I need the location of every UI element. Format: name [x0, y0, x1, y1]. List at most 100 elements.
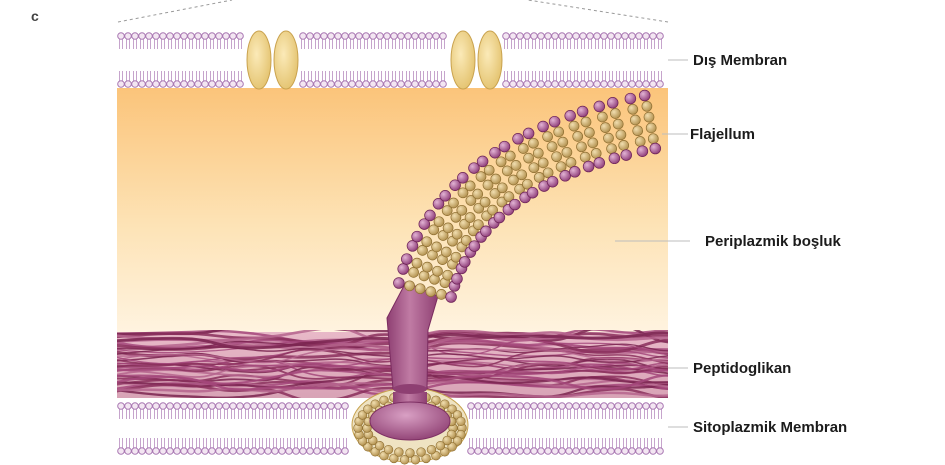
- lipid-head: [601, 448, 608, 455]
- flagellin-subunit: [533, 148, 543, 158]
- lipid-head: [153, 33, 160, 40]
- flagellin-subunit: [569, 166, 580, 177]
- flagellin-subunit: [573, 131, 583, 141]
- lipid-head: [615, 33, 622, 40]
- lipid-head: [125, 33, 132, 40]
- lipid-head: [181, 33, 188, 40]
- lipid-head: [615, 448, 622, 455]
- lipid-head: [216, 33, 223, 40]
- lipid-head: [349, 33, 356, 40]
- lipid-head: [167, 81, 174, 88]
- lipid-head: [573, 448, 580, 455]
- flagellin-subunit: [473, 189, 483, 199]
- flagellin-subunit: [604, 133, 614, 143]
- lipid-head: [300, 81, 307, 88]
- lipid-head: [594, 403, 601, 410]
- flagellin-subunit: [465, 181, 475, 191]
- lipid-head: [405, 81, 412, 88]
- lipid-head: [608, 448, 615, 455]
- lipid-head: [223, 81, 230, 88]
- flagellin-subunit: [613, 119, 623, 129]
- lipid-head: [181, 448, 188, 455]
- lipid-head: [538, 81, 545, 88]
- lipid-head: [118, 403, 125, 410]
- motor-bead: [427, 445, 436, 454]
- panel-letter: c: [31, 8, 39, 24]
- flagellin-subunit: [433, 266, 443, 276]
- lipid-head: [321, 448, 328, 455]
- lipid-head: [216, 403, 223, 410]
- lipid-head: [545, 448, 552, 455]
- flagellin-subunit: [469, 241, 480, 252]
- flagellin-subunit: [528, 138, 538, 148]
- lipid-head: [237, 81, 244, 88]
- lipid-head: [643, 81, 650, 88]
- lipid-head: [342, 33, 349, 40]
- lipid-head: [566, 448, 573, 455]
- lipid-head: [300, 448, 307, 455]
- lipid-head: [580, 33, 587, 40]
- flagellin-subunit: [650, 143, 661, 154]
- lipid-head: [489, 448, 496, 455]
- label-cytoplasmic-membrane: Sitoplazmik Membran: [693, 419, 847, 436]
- lipid-head: [419, 81, 426, 88]
- flagellin-subunit: [443, 270, 453, 280]
- lipid-head: [643, 403, 650, 410]
- lipid-head: [328, 403, 335, 410]
- flagellin-subunit: [594, 158, 605, 169]
- flagellin-subunit: [588, 138, 598, 148]
- porin: [274, 31, 298, 89]
- lipid-head: [643, 448, 650, 455]
- lipid-head: [636, 33, 643, 40]
- flagellin-subunit: [412, 258, 422, 268]
- lipid-head: [370, 33, 377, 40]
- lipid-head: [188, 81, 195, 88]
- flagellin-subunit: [524, 153, 534, 163]
- lipid-head: [307, 81, 314, 88]
- flagellin-subunit: [510, 199, 521, 210]
- lipid-head: [503, 33, 510, 40]
- flagellin-subunit: [422, 237, 432, 247]
- lipid-head: [608, 81, 615, 88]
- zoom-line-right: [528, 0, 668, 22]
- lipid-head: [335, 81, 342, 88]
- lipid-head: [391, 81, 398, 88]
- lipid-head: [307, 403, 314, 410]
- lipid-head: [132, 448, 139, 455]
- motor-bead: [457, 417, 466, 426]
- flagellin-subunit: [490, 147, 501, 158]
- motor-bead: [395, 448, 404, 457]
- flagellin-subunit: [648, 134, 658, 144]
- lipid-head: [384, 33, 391, 40]
- lipid-head: [496, 403, 503, 410]
- lipid-head: [510, 403, 517, 410]
- flagellin-subunit: [513, 133, 524, 144]
- lipid-head: [384, 81, 391, 88]
- lipid-head: [510, 448, 517, 455]
- lipid-head: [342, 448, 349, 455]
- lipid-head: [475, 403, 482, 410]
- lipid-head: [146, 403, 153, 410]
- lipid-head: [531, 448, 538, 455]
- flagellin-subunit: [562, 147, 572, 157]
- lipid-head: [349, 81, 356, 88]
- lipid-head: [244, 403, 251, 410]
- flagellin-subunit: [529, 163, 539, 173]
- flagellin-subunit: [415, 284, 425, 294]
- lipid-head: [608, 33, 615, 40]
- lipid-head: [573, 33, 580, 40]
- flagellin-subunit: [628, 104, 638, 114]
- lipid-head: [153, 403, 160, 410]
- lipid-head: [125, 403, 132, 410]
- lipid-head: [426, 33, 433, 40]
- label-flagellum: Flajellum: [690, 126, 755, 143]
- flagellin-subunit: [401, 254, 412, 265]
- flagellin-subunit: [477, 156, 488, 167]
- flagellin-subunit: [577, 142, 587, 152]
- lipid-head: [286, 448, 293, 455]
- lipid-head: [363, 81, 370, 88]
- lipid-head: [426, 81, 433, 88]
- lipid-head: [202, 403, 209, 410]
- lipid-head: [531, 403, 538, 410]
- hook-base: [393, 384, 427, 394]
